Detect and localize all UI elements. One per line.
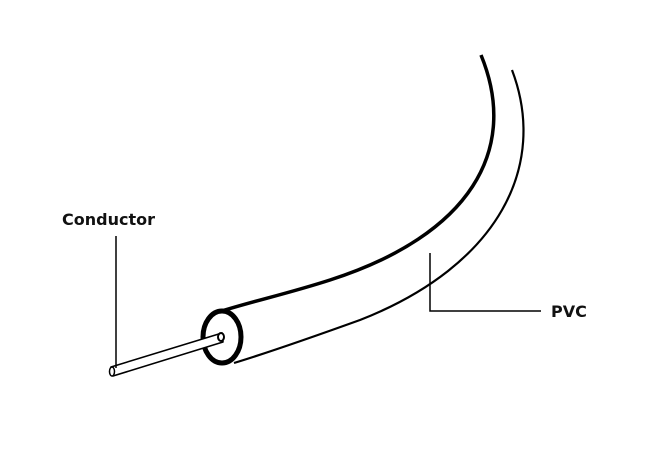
- cable-upper-edge: [221, 54, 496, 313]
- conductor-label: Conductor: [62, 210, 155, 229]
- pvc-label: PVC: [551, 302, 587, 321]
- cable-lower-edge: [233, 69, 525, 365]
- conductor-tip: [108, 366, 116, 377]
- conductor-core-end: [217, 332, 225, 342]
- pvc-leader-line: [429, 253, 541, 312]
